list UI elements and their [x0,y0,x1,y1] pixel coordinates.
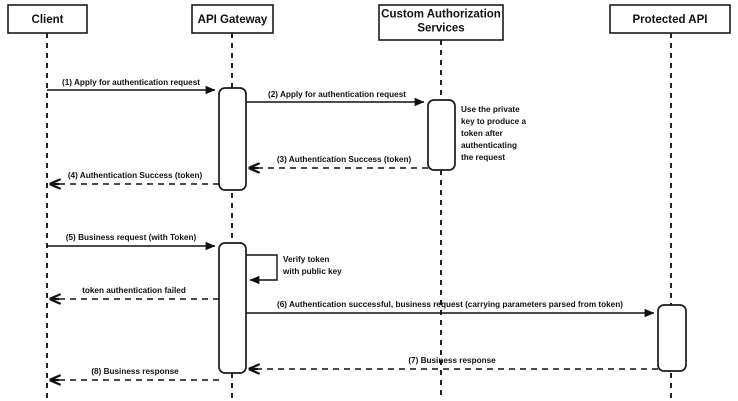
message-8-label: (8) Business response [91,367,179,376]
message-6-label: (6) Authentication successful, business … [277,300,623,309]
participant-box-authsvc [378,4,504,41]
participant-header-api[interactable]: Protected API [609,4,731,34]
message-3-label: (3) Authentication Success (token) [277,155,412,164]
note-private-key: Use the private key to produce a token a… [461,105,527,162]
message-6[interactable]: (6) Authentication successful, business … [246,300,655,318]
activation-bar-gateway-auth [218,87,247,191]
self-message-verify-token[interactable]: Verify token with public key [246,254,342,285]
message-7[interactable]: (7) Business response [249,356,658,369]
message-1[interactable]: (1) Apply for authentication request [47,78,216,95]
self-message-label-line2: with public key [282,267,342,276]
activation-bar-api [657,304,687,372]
message-8[interactable]: (8) Business response [50,367,219,380]
participant-label-authsvc-line2: Services [417,23,464,35]
message-1-label: (1) Apply for authentication request [62,78,200,87]
message-4[interactable]: (4) Authentication Success (token) [50,171,219,184]
participant-header-client[interactable]: Client [7,4,88,34]
message-7-label: (7) Business response [408,356,496,365]
participant-header-gateway[interactable]: API Gateway [191,4,274,34]
note-line-2: key to produce a [461,117,527,126]
participant-header-authsvc[interactable]: Custom Authorization Services [378,4,504,41]
note-line-1: Use the private [461,105,520,114]
participant-label-authsvc-line1: Custom Authorization [381,9,501,21]
message-token-auth-failed-label: token authentication failed [82,286,186,295]
note-line-4: authenticating [461,141,517,150]
self-message-label-line1: Verify token [283,255,329,264]
activation-bar-gateway-business [218,242,247,374]
message-token-authentication-failed[interactable]: token authentication failed [50,286,219,299]
participant-label-client: Client [32,14,64,26]
participant-box-gateway [191,4,274,34]
participant-label-api: Protected API [633,14,708,26]
message-5-label: (5) Business request (with Token) [66,233,197,242]
participant-box-api [609,4,731,34]
message-5[interactable]: (5) Business request (with Token) [47,233,216,251]
participant-label-gateway: API Gateway [198,14,268,26]
note-line-5: the request [461,153,505,162]
message-3[interactable]: (3) Authentication Success (token) [249,155,428,168]
participant-box-client [7,4,88,34]
self-message-arrow [246,254,278,285]
message-2[interactable]: (2) Apply for authentication request [246,90,425,107]
activation-bar-authsvc [427,99,456,171]
message-2-label: (2) Apply for authentication request [268,90,406,99]
note-line-3: token after [461,129,504,138]
message-4-label: (4) Authentication Success (token) [68,171,203,180]
